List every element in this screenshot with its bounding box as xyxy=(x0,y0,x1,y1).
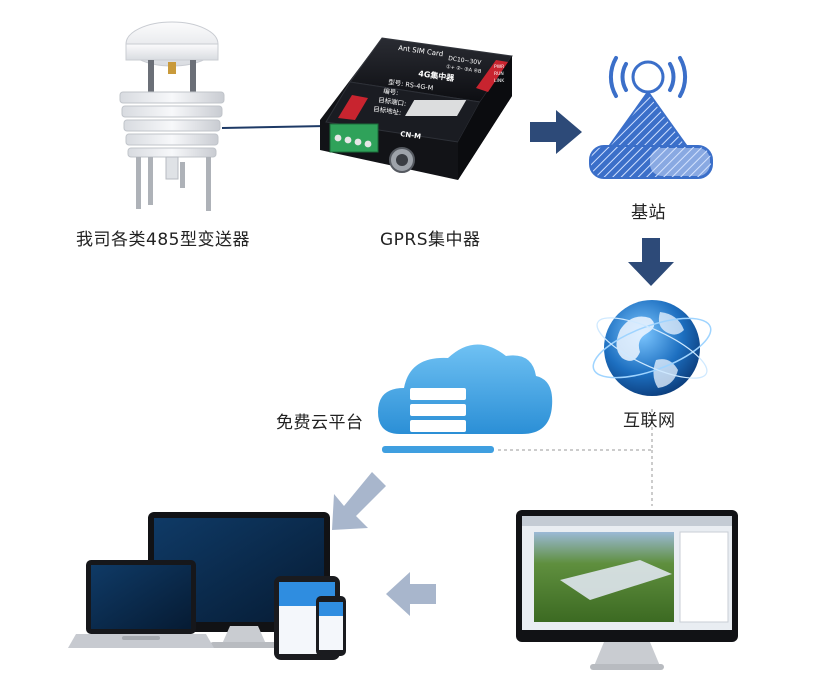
base-station-label: 基站 xyxy=(631,203,666,223)
gprs-power-sub: ①+ ②- ③A ④B xyxy=(446,64,483,75)
desktop-monitor-icon xyxy=(516,510,738,670)
gprs-label: GPRS集中器 xyxy=(380,230,481,250)
base-station-tower-icon xyxy=(589,56,713,179)
arrow-left-icon xyxy=(386,572,436,616)
sensor-label: 我司各类485型变送器 xyxy=(76,230,250,250)
client-devices-icon xyxy=(68,512,346,660)
gprs-led-run: RUN xyxy=(494,71,504,77)
arrow-right-icon xyxy=(530,110,582,154)
gprs-info-serial: 编号: xyxy=(383,86,399,97)
gprs-power-label: DC10~30V xyxy=(448,55,483,67)
gprs-led-link: LINK xyxy=(494,78,505,84)
arrow-down-left-icon xyxy=(332,472,386,530)
internet-label: 互联网 xyxy=(623,411,676,431)
gprs-concentrator-icon: Ant SIM Card DC10~30V ①+ ②- ③A ④B 4G集中器 … xyxy=(320,37,513,180)
gprs-led-pwr: PWR xyxy=(494,64,504,70)
gprs-info-port: 目标端口: xyxy=(378,95,407,108)
arrow-down-icon xyxy=(628,238,674,286)
internet-globe-icon xyxy=(592,300,712,396)
cloud-platform-icon xyxy=(378,344,553,453)
gprs-info-addr: 目标地址: xyxy=(373,104,402,117)
cloud-platform-label: 免费云平台 xyxy=(276,413,364,433)
sensor-device-icon xyxy=(119,21,225,211)
sensor-cable xyxy=(221,125,327,129)
gprs-brand: CN-M xyxy=(400,130,422,141)
